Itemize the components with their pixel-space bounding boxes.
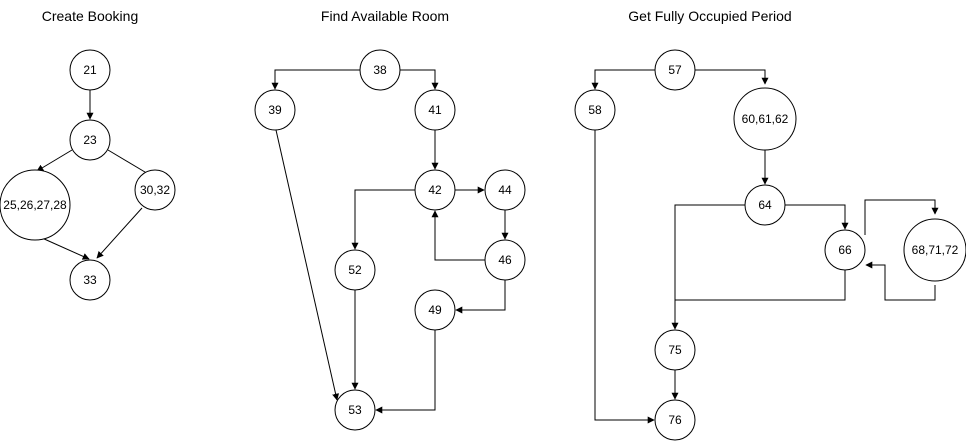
node-label: 68,71,72 (912, 243, 959, 257)
node-label: 53 (348, 403, 362, 417)
node-label: 41 (428, 103, 442, 117)
node-label: 75 (668, 343, 682, 357)
node-label: 64 (758, 198, 772, 212)
node-label: 66 (838, 243, 852, 257)
node-49: 49 (414, 289, 456, 331)
edge-64-66 (785, 204, 849, 230)
node-42: 42 (414, 169, 456, 211)
node-46: 46 (484, 239, 526, 281)
edge-64-75 (671, 204, 745, 330)
node-label: 21 (83, 63, 97, 77)
diagram-title: Find Available Room (321, 8, 449, 24)
edge-57-58 (591, 69, 655, 90)
node-33: 33 (69, 259, 111, 301)
diagram-get-fully-occupied-period: Get Fully Occupied Period 57 58 60,61,62 (574, 8, 966, 441)
edge-58-76 (594, 130, 655, 424)
node-58: 58 (574, 89, 616, 131)
edge-30-33 (96, 207, 143, 259)
node-label: 76 (668, 413, 682, 427)
node-label: 25,26,27,28 (3, 198, 67, 212)
node-label: 49 (428, 303, 442, 317)
edge-68-66 (865, 261, 936, 301)
node-label: 60,61,62 (742, 112, 789, 126)
edge-57-60 (695, 69, 769, 85)
edge-38-41 (400, 69, 439, 90)
edge-46-49 (455, 280, 506, 314)
node-39: 39 (254, 89, 296, 131)
node-label: 58 (588, 103, 602, 117)
node-41: 41 (414, 89, 456, 131)
edge-25-33 (41, 237, 90, 260)
node-label: 42 (428, 183, 442, 197)
node-57: 57 (654, 49, 696, 91)
node-23: 23 (69, 119, 111, 161)
node-25-26-27-28: 25,26,27,28 (0, 169, 71, 241)
node-68-71-72: 68,71,72 (903, 218, 966, 282)
node-53: 53 (334, 389, 376, 431)
node-38: 38 (359, 49, 401, 91)
node-75: 75 (654, 329, 696, 371)
node-21: 21 (69, 49, 111, 91)
node-66: 66 (824, 229, 866, 271)
diagram-title: Create Booking (42, 8, 139, 24)
node-label: 39 (268, 103, 282, 117)
node-76: 76 (654, 399, 696, 441)
node-label: 52 (348, 263, 362, 277)
edge-66-75 (675, 270, 846, 301)
edges (271, 69, 509, 414)
edge-38-39 (271, 69, 360, 90)
node-52: 52 (334, 249, 376, 291)
edge-49-53 (375, 330, 436, 414)
node-label: 30,32 (140, 183, 170, 197)
edge-23-25 (36, 149, 73, 172)
diagram-title: Get Fully Occupied Period (628, 8, 791, 24)
node-label: 23 (83, 133, 97, 147)
edges (36, 90, 156, 260)
edge-66-68 (864, 199, 939, 235)
edge-46-42 (431, 210, 485, 261)
edges (591, 69, 939, 424)
diagram-find-available-room: Find Available Room 38 39 41 (254, 8, 526, 431)
node-60-61-62: 60,61,62 (733, 87, 797, 151)
node-64: 64 (744, 184, 786, 226)
node-label: 33 (83, 273, 97, 287)
diagram-create-booking: Create Booking 21 23 25,26,27,28 30,32 3… (0, 8, 176, 301)
node-label: 38 (373, 63, 387, 77)
node-44: 44 (484, 169, 526, 211)
node-30-32: 30,32 (134, 169, 176, 211)
node-label: 57 (668, 63, 682, 77)
node-label: 46 (498, 253, 512, 267)
edge-39-53 (275, 129, 340, 401)
node-label: 44 (498, 183, 512, 197)
edge-42-52 (351, 189, 415, 250)
